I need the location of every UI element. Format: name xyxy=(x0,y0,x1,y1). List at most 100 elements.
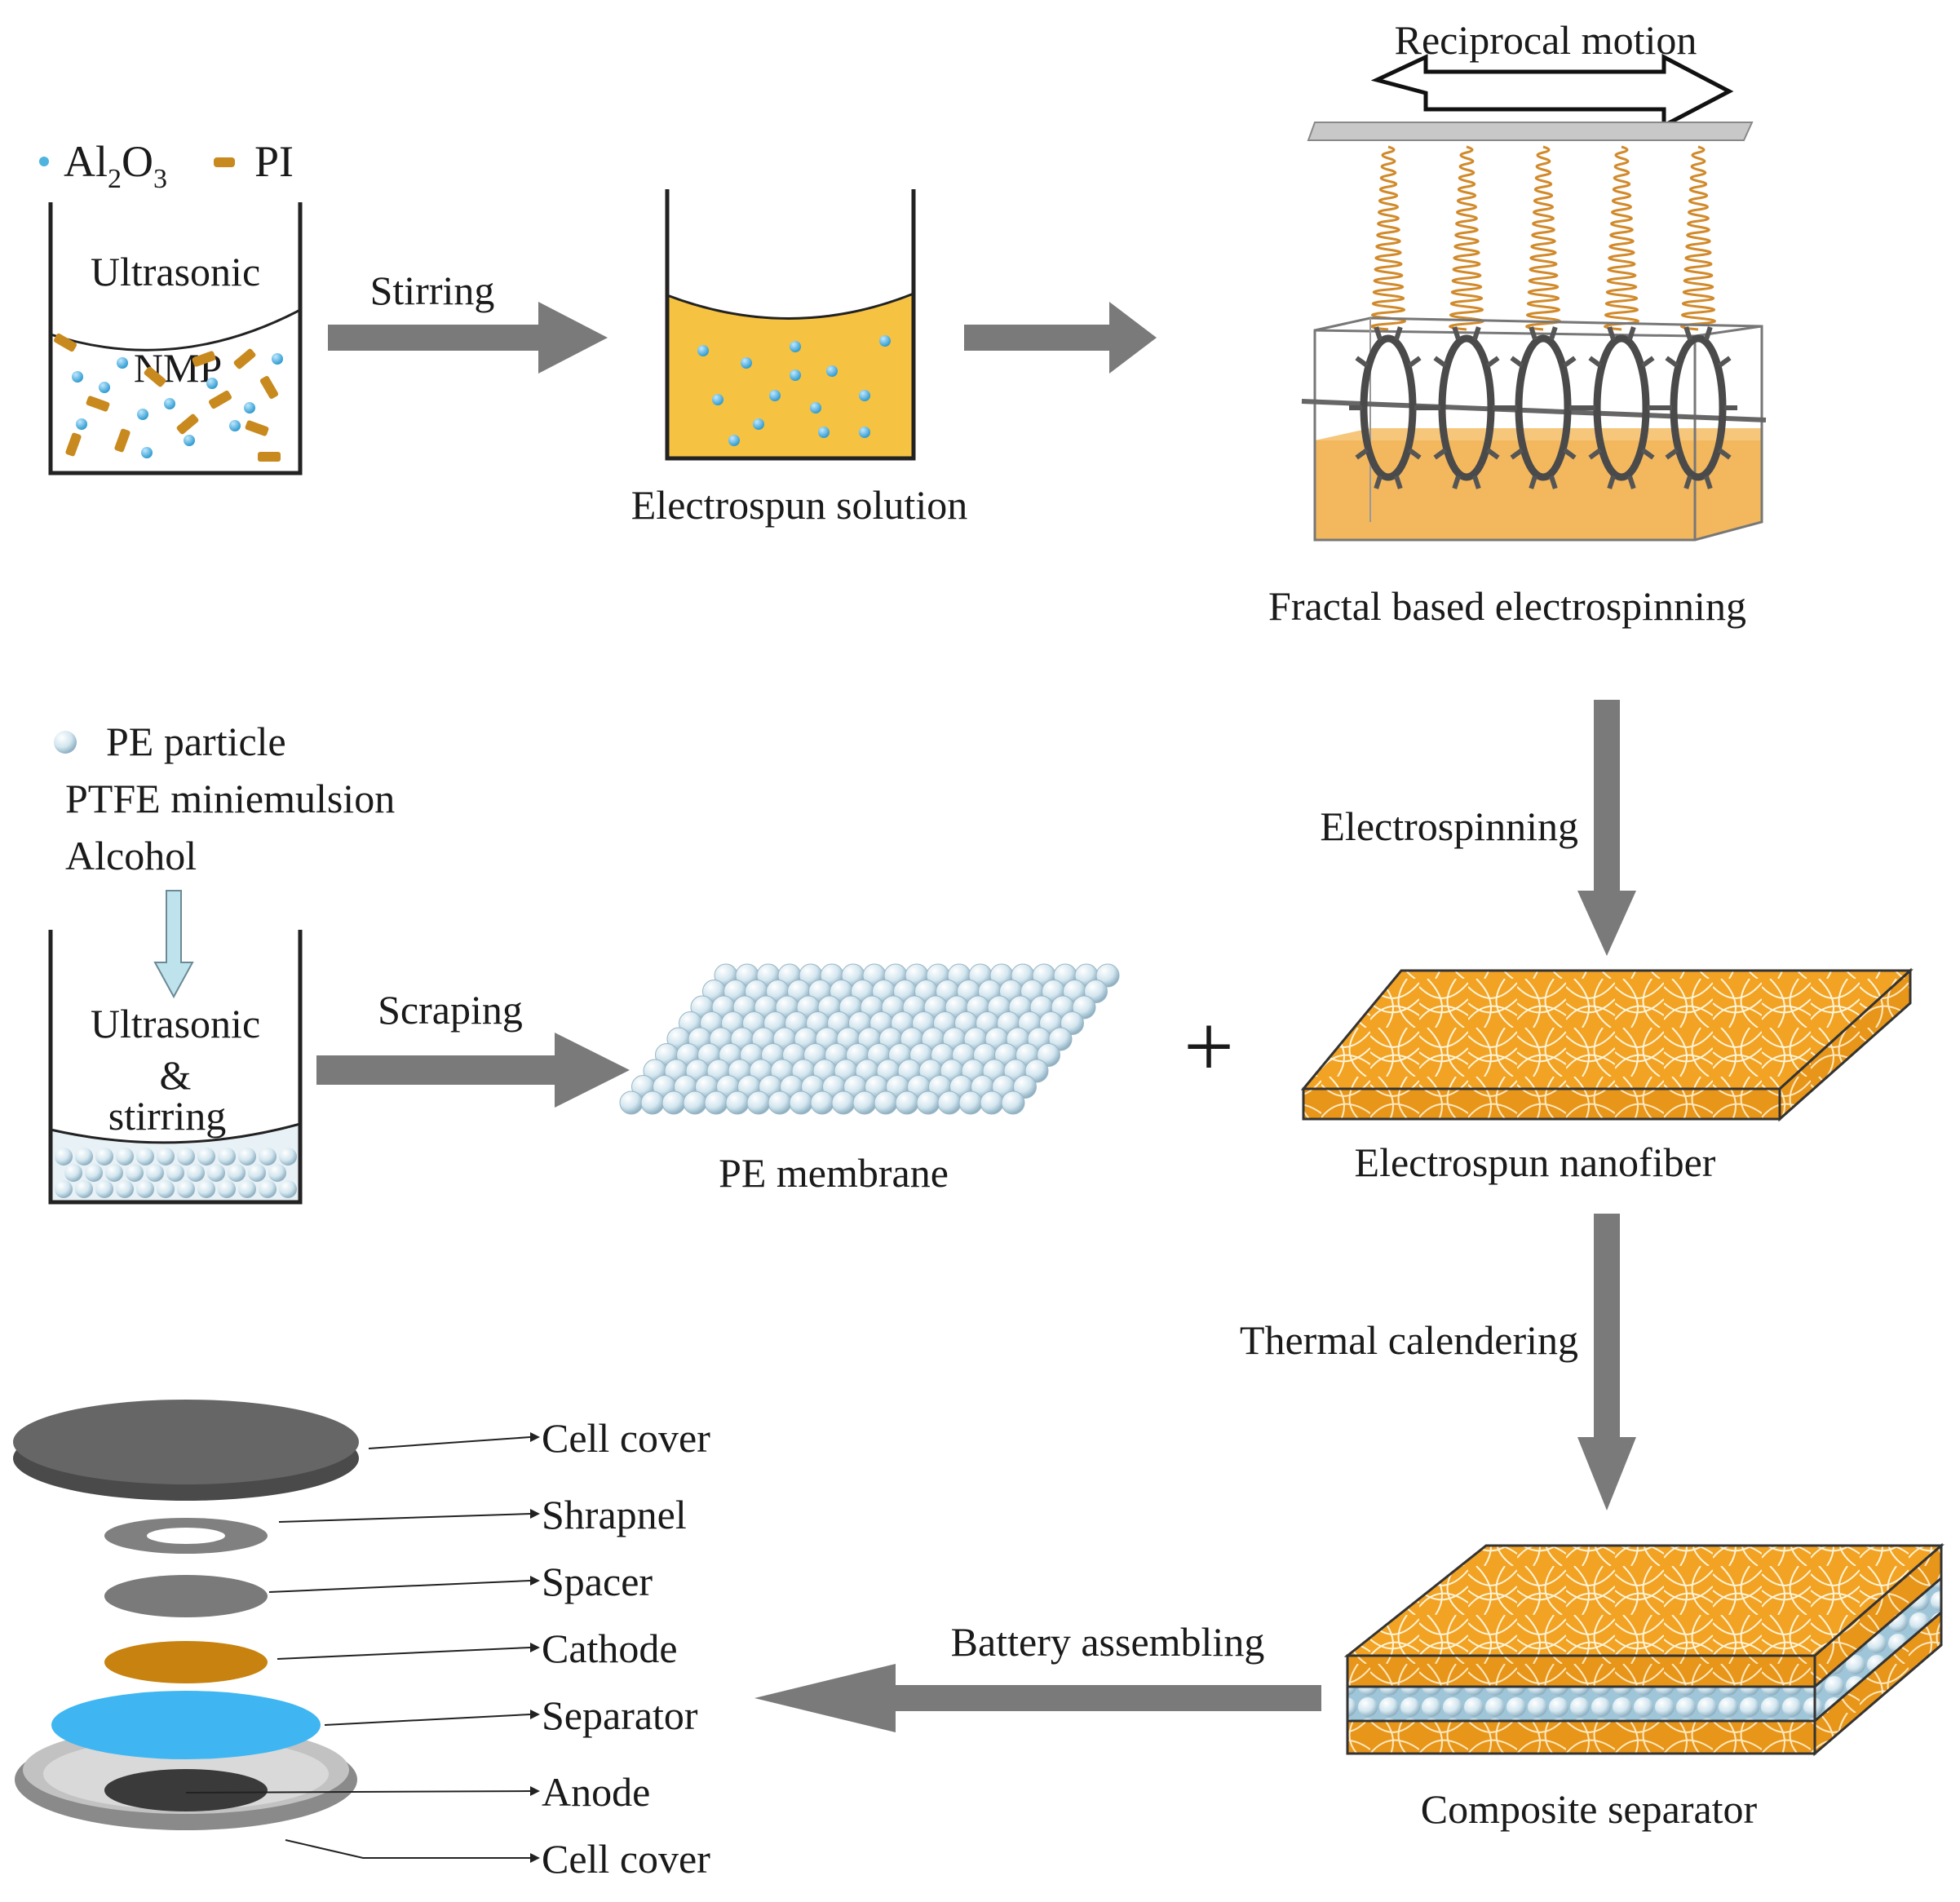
al2o3-particle xyxy=(117,357,128,369)
pi-rod xyxy=(114,428,131,453)
pe-ball xyxy=(55,1180,73,1198)
pe-ball xyxy=(1048,1027,1073,1051)
pe-ball xyxy=(852,1090,877,1115)
legend-al2o3: Al xyxy=(64,137,108,186)
fiber-jets xyxy=(1370,145,1716,331)
pi-rod xyxy=(176,414,199,435)
solution-particle xyxy=(859,427,870,438)
pe-ball xyxy=(268,1164,286,1182)
pe-recipe-line1: PE particle xyxy=(106,719,286,764)
pe-ball xyxy=(1024,1059,1049,1083)
pe-ball xyxy=(75,1180,93,1198)
solution-particle xyxy=(712,394,723,405)
al2o3-particle xyxy=(99,382,110,393)
pe-ball xyxy=(248,1164,266,1182)
pi-rod xyxy=(259,375,279,400)
pe-ball xyxy=(228,1164,246,1182)
battery-exploded-view xyxy=(13,1400,359,1830)
pe-membrane-label: PE membrane xyxy=(719,1150,949,1196)
al2o3-particle xyxy=(272,353,283,365)
pe-ball xyxy=(619,1090,644,1115)
legend: Al2O3 PI xyxy=(39,137,294,194)
al2o3-particle xyxy=(141,447,153,458)
solution-particle xyxy=(810,402,821,414)
battery-part-leader xyxy=(368,1432,540,1449)
solution-tank xyxy=(1301,316,1767,542)
pe-ball xyxy=(895,1090,919,1115)
pe-ball xyxy=(1037,1043,1060,1067)
pe-ball xyxy=(1084,980,1108,1003)
solution-label: Electrospun solution xyxy=(631,482,967,528)
pe-ball xyxy=(64,1164,82,1182)
solution-particle xyxy=(879,335,891,347)
reciprocal-motion-label: Reciprocal motion xyxy=(1395,17,1697,63)
pe-ball xyxy=(197,1180,215,1198)
fractal-electrospinning-caption: Fractal based electrospinning xyxy=(1268,583,1746,629)
pe-ball xyxy=(207,1164,225,1182)
nanofiber-label: Electrospun nanofiber xyxy=(1355,1139,1716,1185)
solution-particle xyxy=(697,345,709,356)
battery-part-label: Spacer xyxy=(542,1559,653,1604)
separator-disc xyxy=(51,1691,321,1759)
pi-rod-icon xyxy=(214,157,235,167)
beaker3-line1: Ultrasonic xyxy=(91,1001,260,1046)
pe-ball xyxy=(683,1090,707,1115)
solution-particle xyxy=(769,390,781,401)
battery-part-label: Cathode xyxy=(542,1626,678,1671)
arrow-stirring: Stirring xyxy=(328,268,608,374)
arrow-electrospinning: Electrospinning xyxy=(1320,700,1636,956)
pe-ball xyxy=(259,1148,277,1166)
pe-ball xyxy=(238,1148,256,1166)
pe-ball xyxy=(166,1164,184,1182)
beaker-electrospun-solution: Electrospun solution xyxy=(631,189,967,528)
battery-part-leader xyxy=(277,1643,540,1660)
pe-ball xyxy=(980,1090,1004,1115)
battery-part-leader xyxy=(278,1509,540,1523)
solution-particle xyxy=(859,390,870,401)
solution-particle xyxy=(826,365,838,377)
spinneret xyxy=(1349,326,1427,489)
battery-part-leader xyxy=(324,1710,540,1726)
scraping-label: Scraping xyxy=(378,987,523,1033)
fractal-spinnerets xyxy=(1349,326,1737,489)
pe-ball xyxy=(146,1164,164,1182)
al2o3-particle xyxy=(229,420,241,431)
spinneret xyxy=(1504,326,1582,489)
pe-particle-icon xyxy=(54,731,77,754)
pi-rod xyxy=(233,348,256,369)
battery-part-label: Cell cover xyxy=(542,1836,710,1882)
pe-ball xyxy=(177,1180,195,1198)
pi-rod xyxy=(245,420,269,436)
battery-part-label: Anode xyxy=(542,1769,650,1815)
composite-separator xyxy=(1343,1542,1945,1757)
pe-ball xyxy=(157,1148,175,1166)
pi-rod xyxy=(144,366,166,387)
composite-separator-label: Composite separator xyxy=(1421,1786,1758,1832)
pe-ball xyxy=(136,1180,154,1198)
pe-ball xyxy=(958,1090,983,1115)
pi-rod xyxy=(208,390,232,409)
fiber-jet xyxy=(1680,145,1716,331)
al2o3-particle xyxy=(164,398,175,409)
pe-ball xyxy=(279,1148,297,1166)
pe-ball xyxy=(831,1090,856,1115)
battery-part-label: Cell cover xyxy=(542,1415,710,1461)
beaker1-particles xyxy=(53,333,283,462)
plus-sign: + xyxy=(1184,997,1234,1096)
arrow-scraping: Scraping xyxy=(316,987,630,1108)
battery-assembling-label: Battery assembling xyxy=(951,1619,1265,1665)
pe-ball xyxy=(105,1164,123,1182)
pe-ball xyxy=(259,1180,277,1198)
arrow-thermal-calendering: Thermal calendering xyxy=(1240,1214,1636,1511)
pe-ball xyxy=(197,1148,215,1166)
pe-ball xyxy=(725,1090,750,1115)
pe-ball xyxy=(55,1148,73,1166)
pe-ball xyxy=(218,1180,236,1198)
arrow-battery-assembling: Battery assembling xyxy=(754,1619,1321,1732)
pe-ball xyxy=(95,1180,113,1198)
pe-recipe-line3: Alcohol xyxy=(65,833,197,878)
fiber-jet xyxy=(1604,145,1639,331)
battery-part-leader xyxy=(285,1839,540,1863)
pe-ball xyxy=(746,1090,771,1115)
pi-rod xyxy=(86,396,110,412)
